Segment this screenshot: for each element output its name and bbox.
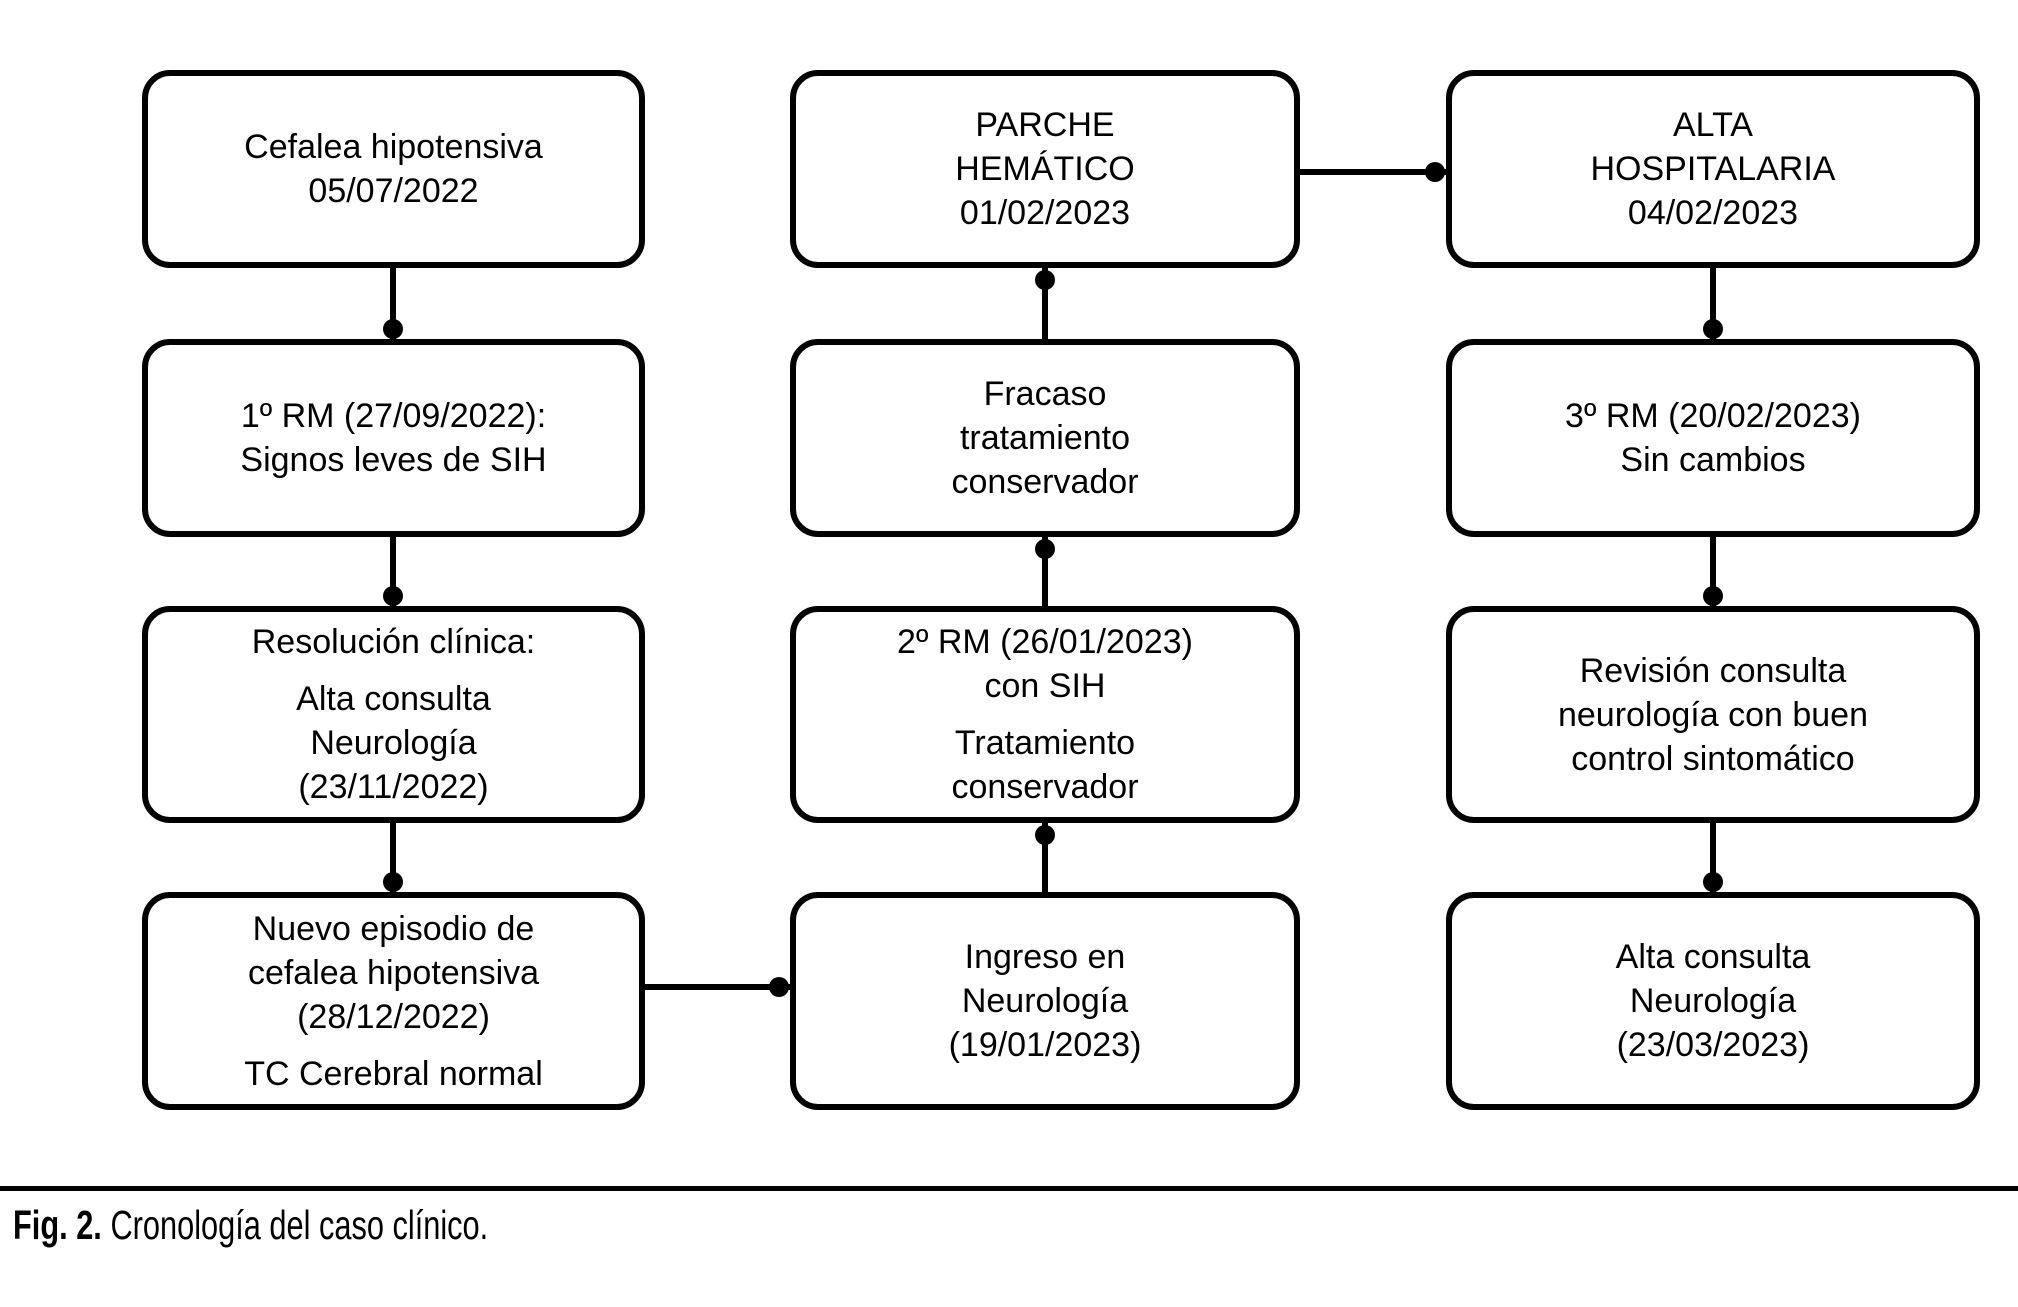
connector-dot-2rm bbox=[1035, 825, 1055, 845]
connector-line-resolucion-to-nuevo-episodio bbox=[390, 823, 396, 896]
connector-line-fracaso-to-parche bbox=[1042, 268, 1048, 343]
box-ingreso-neurologia: Ingreso en Neurología (19/01/2023) bbox=[790, 892, 1300, 1110]
connector-line-cefalea-to-1rm bbox=[390, 268, 396, 343]
box-text: TC Cerebral normal bbox=[244, 1054, 543, 1093]
connector-line-alta-hospitalaria-to-3rm bbox=[1710, 268, 1716, 343]
box-text: 2º RM (26/01/2023) con SIH bbox=[897, 623, 1193, 705]
box-text: ALTA HOSPITALARIA 04/02/2023 bbox=[1590, 106, 1836, 232]
connector-dot-ingreso bbox=[769, 977, 789, 997]
connector-dot-alta-consulta bbox=[1703, 872, 1723, 892]
connector-line-ingreso-to-2rm bbox=[1042, 823, 1048, 896]
connector-dot-revision bbox=[1703, 586, 1723, 606]
box-fracaso-tratamiento: Fracaso tratamiento conservador bbox=[790, 339, 1300, 537]
box-revision-consulta: Revisión consulta neurología con buen co… bbox=[1446, 606, 1980, 823]
connector-dot-fracaso bbox=[1035, 539, 1055, 559]
connector-dot-3rm bbox=[1703, 319, 1723, 339]
figure-caption-label: Fig. 2. bbox=[13, 1202, 102, 1248]
box-text: PARCHE HEMÁTICO 01/02/2023 bbox=[955, 106, 1135, 232]
box-text: Nuevo episodio de cefalea hipotensiva (2… bbox=[247, 909, 540, 1036]
box-text: Revisión consulta neurología con buen co… bbox=[1557, 651, 1869, 778]
figure-caption: Fig. 2.Cronología del caso clínico. bbox=[13, 1202, 488, 1248]
box-alta-hospitalaria: ALTA HOSPITALARIA 04/02/2023 bbox=[1446, 70, 1980, 268]
box-text: Resolución clínica: bbox=[251, 623, 536, 661]
box-text: Tratamiento conservador bbox=[951, 724, 1139, 806]
connector-dot-resolucion bbox=[383, 586, 403, 606]
box-text: Cefalea hipotensiva 05/07/2022 bbox=[244, 128, 543, 210]
box-segunda-rm: 2º RM (26/01/2023) con SIH Tratamiento c… bbox=[790, 606, 1300, 823]
box-primera-rm: 1º RM (27/09/2022): Signos leves de SIH bbox=[142, 339, 645, 537]
connector-dot-nuevo-episodio bbox=[383, 872, 403, 892]
connector-line-revision-to-alta-consulta bbox=[1710, 823, 1716, 896]
box-nuevo-episodio: Nuevo episodio de cefalea hipotensiva (2… bbox=[142, 892, 645, 1110]
box-text: Alta consulta Neurología (23/03/2023) bbox=[1615, 938, 1811, 1064]
box-cefalea-hipotensiva: Cefalea hipotensiva 05/07/2022 bbox=[142, 70, 645, 268]
connector-line-2rm-to-fracaso bbox=[1042, 537, 1048, 610]
box-text: Alta consulta Neurología (23/11/2022) bbox=[296, 680, 491, 806]
box-text: Ingreso en Neurología (19/01/2023) bbox=[948, 938, 1142, 1064]
box-parche-hematico: PARCHE HEMÁTICO 01/02/2023 bbox=[790, 70, 1300, 268]
caption-divider-rule bbox=[0, 1186, 2018, 1191]
connector-line-1rm-to-resolucion bbox=[390, 537, 396, 610]
connector-line-parche-to-alta-hospitalaria bbox=[1300, 169, 1446, 175]
connector-dot-alta-hospitalaria bbox=[1425, 162, 1445, 182]
box-tercera-rm: 3º RM (20/02/2023) Sin cambios bbox=[1446, 339, 1980, 537]
box-text: Fracaso tratamiento conservador bbox=[951, 375, 1139, 501]
connector-dot-parche bbox=[1035, 270, 1055, 290]
figure-caption-text: Cronología del caso clínico. bbox=[110, 1202, 489, 1248]
connector-line-3rm-to-revision bbox=[1710, 537, 1716, 610]
box-alta-consulta-neurologia: Alta consulta Neurología (23/03/2023) bbox=[1446, 892, 1980, 1110]
connector-dot-1rm bbox=[383, 319, 403, 339]
box-text: 1º RM (27/09/2022): Signos leves de SIH bbox=[240, 397, 547, 479]
connector-line-nuevo-episodio-to-ingreso bbox=[645, 984, 790, 990]
box-text: 3º RM (20/02/2023) Sin cambios bbox=[1565, 397, 1861, 479]
box-resolucion-clinica: Resolución clínica: Alta consulta Neurol… bbox=[142, 606, 645, 823]
